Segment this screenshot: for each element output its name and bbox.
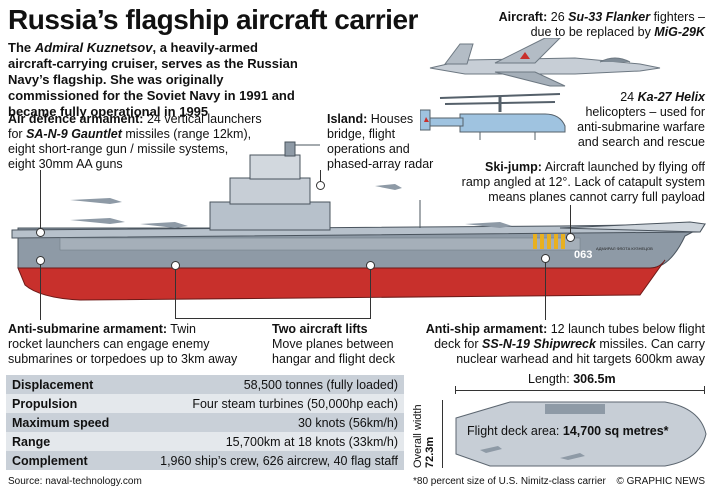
credit: © GRAPHIC NEWS [616,476,706,487]
flight-deck-plan [455,401,707,467]
su33-jet-icon [429,38,661,87]
aircraft-lifts-note: Two aircraft lifts Move planes between h… [272,322,396,366]
intro-text: The Admiral Kuznetsov, a heavily-armed a… [8,40,298,119]
hull-name: АДМИРАЛ ФЛОТА КУЗНЕЦОВ [596,246,653,251]
aircraft-note: Aircraft: 26 Su-33 Flanker fighters – du… [498,10,705,39]
anti-submarine-note: Anti-submarine armament: Twin rocket lau… [8,322,238,366]
footnote: *80 percent size of U.S. Nimitz-class ca… [413,476,606,487]
ski-jump-note: Ski-jump: Aircraft launched by flying of… [461,160,705,204]
page-title: Russia’s flagship aircraft carrier [8,4,418,35]
ka27-helicopter-icon [420,93,566,140]
island-note: Island: Houses bridge, flight operations… [327,112,434,171]
hull-number: 063 [574,249,592,261]
length-label: Length: 306.5m [528,372,616,386]
source-text: Source: naval-technology.com [8,476,142,487]
anti-ship-note: Anti-ship armament: 12 launch tubes belo… [425,322,705,366]
carrier-side-view: 063 АДМИРАЛ ФЛОТА КУЗНЕЦОВ [11,141,706,301]
helicopter-note: 24 Ka-27 Helix helicopters – used for an… [577,90,705,149]
deck-area-label: Flight deck area: 14,700 sq metres* [467,424,669,438]
air-defence-note: Air defence armament: 24 vertical launch… [8,112,262,171]
